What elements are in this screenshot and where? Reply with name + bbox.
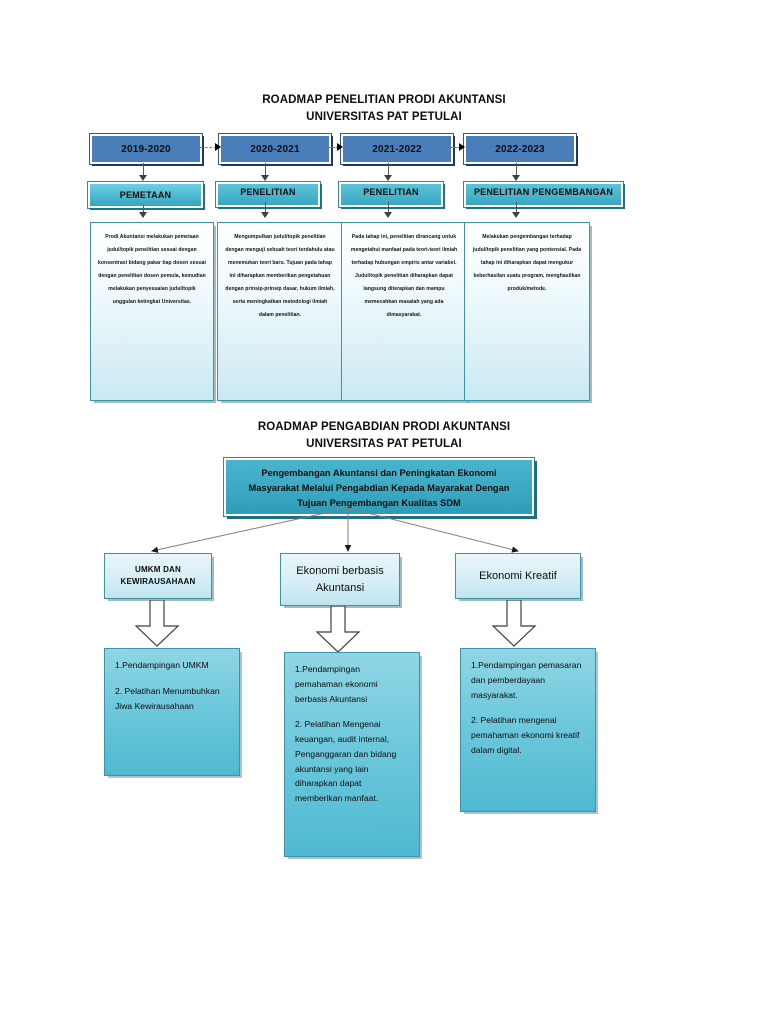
detail-item: 1.Pendampingan UMKM bbox=[115, 660, 209, 670]
year-connector-arrow-3-4 bbox=[459, 143, 465, 151]
arrow-head-stage-desc-2 bbox=[261, 212, 269, 218]
arrow-head-year-stage-2 bbox=[261, 175, 269, 181]
pengabdian-banner-box[interactable]: Pengembangan Akuntansi dan Peningkatan E… bbox=[224, 458, 534, 516]
arrow-head-stage-desc-4 bbox=[512, 212, 520, 218]
block-arrow-down-umkm bbox=[131, 600, 183, 648]
roadmap-pengabdian-title-line2: UNIVERSITAS PAT PETULAI bbox=[306, 438, 462, 450]
year-box-2020-2021[interactable]: 2020-2021 bbox=[219, 134, 331, 164]
banner-text: Pengembangan Akuntansi dan Peningkatan E… bbox=[248, 468, 510, 509]
arrow-line-stage-desc-3 bbox=[388, 202, 389, 214]
category-box-ekonomi-kreatif[interactable]: Ekonomi Kreatif bbox=[455, 553, 581, 599]
arrow-head-year-stage-3 bbox=[384, 175, 392, 181]
roadmap-penelitian-title-line2: UNIVERSITAS PAT PETULAI bbox=[306, 111, 462, 123]
category-label: Ekonomi Kreatif bbox=[479, 569, 557, 582]
detail-item: 2. Pelatihan Mengenai keuangan, audit in… bbox=[295, 719, 397, 804]
stage-label: PENELITIAN bbox=[363, 187, 419, 197]
arrow-line-stage-desc-1 bbox=[143, 205, 144, 214]
block-arrow-down-ekonomi-berbasis bbox=[312, 606, 364, 654]
arrow-head-stage-desc-3 bbox=[384, 212, 392, 218]
roadmap-pengabdian-subtitle: UNIVERSITAS PAT PETULAI bbox=[0, 438, 768, 450]
description-box-penelitian-2: Pada tahap ini, penelitian dirancang unt… bbox=[341, 222, 467, 401]
year-box-2022-2023[interactable]: 2022-2023 bbox=[464, 134, 576, 164]
category-box-umkm[interactable]: UMKM DAN KEWIRAUSAHAAN bbox=[104, 553, 212, 599]
year-connector-3-4 bbox=[451, 147, 461, 148]
year-box-2021-2022[interactable]: 2021-2022 bbox=[341, 134, 453, 164]
roadmap-pengabdian-title-line1: ROADMAP PENGABDIAN PRODI AKUNTANSI bbox=[257, 421, 511, 433]
arrow-line-year-stage-1 bbox=[143, 163, 144, 176]
description-text: Pada tahap ini, penelitian dirancang unt… bbox=[350, 234, 458, 318]
stage-label: PEMETAAN bbox=[119, 190, 172, 200]
description-box-penelitian-pengembangan: Melakukan pengembangan terhadap judul/to… bbox=[464, 222, 590, 401]
detail-box-umkm: 1.Pendampingan UMKM 2. Pelatihan Menumbu… bbox=[104, 648, 240, 776]
arrow-line-year-stage-2 bbox=[265, 163, 266, 176]
category-label: UMKM DAN KEWIRAUSAHAAN bbox=[120, 565, 196, 586]
description-box-penelitian-1: Mengumpulkan judul/topik penelitian deng… bbox=[217, 222, 343, 401]
year-connector-arrow-1-2 bbox=[215, 143, 221, 151]
year-connector-arrow-2-3 bbox=[337, 143, 343, 151]
block-arrow-down-ekonomi-kreatif bbox=[488, 600, 540, 648]
year-connector-2-3 bbox=[329, 147, 339, 148]
detail-item: 1.Pendampingan pemahaman ekonomi berbasi… bbox=[295, 664, 378, 704]
category-label: Ekonomi berbasis Akuntansi bbox=[296, 565, 384, 594]
detail-box-ekonomi-kreatif: 1.Pendampingan pemasaran dan pemberdayaa… bbox=[460, 648, 596, 812]
year-connector-1-2 bbox=[200, 147, 217, 148]
arrow-head-stage-desc-1 bbox=[139, 212, 147, 218]
detail-box-ekonomi-berbasis: 1.Pendampingan pemahaman ekonomi berbasi… bbox=[284, 652, 420, 857]
roadmap-pengabdian-title: ROADMAP PENGABDIAN PRODI AKUNTANSI bbox=[0, 421, 768, 433]
year-label: 2021-2022 bbox=[372, 143, 422, 155]
arrow-head-year-stage-4 bbox=[512, 175, 520, 181]
stage-box-penelitian-pengembangan[interactable]: PENELITIAN PENGEMBANGAN bbox=[464, 182, 623, 207]
detail-item: 2. Pelatihan mengenai pemahaman ekonomi … bbox=[471, 715, 580, 755]
year-label: 2019-2020 bbox=[121, 143, 171, 155]
description-box-pemetaan: Prodi Akuntansi melakukan pemetaan judul… bbox=[90, 222, 214, 401]
stage-label: PENELITIAN PENGEMBANGAN bbox=[473, 187, 614, 197]
roadmap-penelitian-subtitle: UNIVERSITAS PAT PETULAI bbox=[0, 111, 768, 123]
detail-item: 2. Pelatihan Menumbuhkan Jiwa Kewirausah… bbox=[115, 685, 220, 711]
stage-box-penelitian-1[interactable]: PENELITIAN bbox=[216, 182, 320, 207]
stage-box-penelitian-2[interactable]: PENELITIAN bbox=[339, 182, 443, 207]
year-label: 2022-2023 bbox=[495, 143, 545, 155]
arrow-line-year-stage-4 bbox=[516, 163, 517, 176]
description-text: Mengumpulkan judul/topik penelitian deng… bbox=[225, 234, 335, 318]
description-text: Melakukan pengembangan terhadap judul/to… bbox=[472, 234, 582, 292]
arrow-line-stage-desc-2 bbox=[265, 202, 266, 214]
arrow-head-year-stage-1 bbox=[139, 175, 147, 181]
detail-item: 1.Pendampingan pemasaran dan pemberdayaa… bbox=[471, 660, 582, 700]
year-box-2019-2020[interactable]: 2019-2020 bbox=[90, 134, 202, 164]
year-label: 2020-2021 bbox=[250, 143, 300, 155]
arrow-line-stage-desc-4 bbox=[516, 202, 517, 214]
roadmap-penelitian-title: ROADMAP PENELITIAN PRODI AKUNTANSI bbox=[0, 94, 768, 106]
roadmap-penelitian-title-line1: ROADMAP PENELITIAN PRODI AKUNTANSI bbox=[262, 94, 506, 106]
category-box-ekonomi-berbasis-akuntansi[interactable]: Ekonomi berbasis Akuntansi bbox=[280, 553, 400, 606]
arrow-line-year-stage-3 bbox=[388, 163, 389, 176]
description-text: Prodi Akuntansi melakukan pemetaan judul… bbox=[98, 234, 206, 305]
stage-box-pemetaan[interactable]: PEMETAAN bbox=[88, 182, 203, 208]
stage-label: PENELITIAN bbox=[240, 187, 296, 197]
